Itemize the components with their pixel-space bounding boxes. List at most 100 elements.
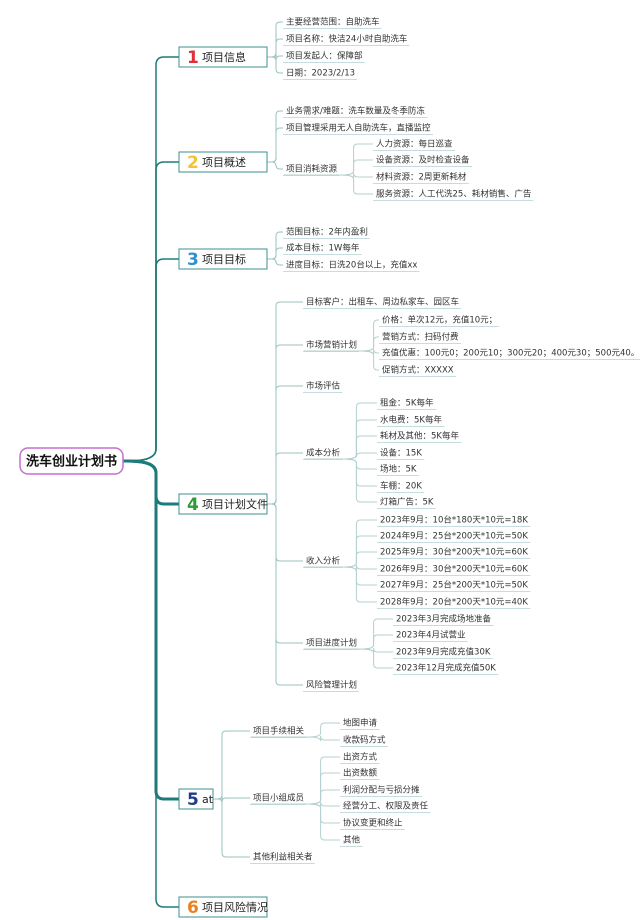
leaf-node: 2024年9月：25台*200天*10元=50K [380, 531, 528, 542]
branch-node: 成本分析 [306, 448, 341, 459]
leaf-node: 项目名称：快洁24小时自助洗车 [286, 34, 407, 45]
branch-connector [267, 503, 303, 644]
branch-connector [267, 503, 303, 562]
leaf-node: 出资数额 [343, 768, 378, 779]
leaf-node: 人力资源：每日巡查 [376, 139, 453, 150]
branch-connector [267, 452, 303, 505]
leaf-connector [251, 735, 340, 742]
leaf-node: 2023年9月：10台*180天*10元=18K [380, 515, 528, 526]
category-box [178, 788, 214, 810]
branch-connector [267, 127, 283, 163]
leaf-node: 出资方式 [343, 752, 378, 763]
leaf-node: 其他利益相关者 [253, 852, 313, 863]
branch-connector [213, 794, 250, 803]
leaf-connector [304, 566, 377, 603]
leaf-node: 日期：2023/2/13 [286, 69, 355, 79]
trunk-connector [122, 459, 179, 801]
branch-node: 项目小组成员 [253, 793, 304, 804]
leaf-node: 其他 [343, 835, 361, 846]
category-number: 3 [187, 250, 199, 270]
branch-connector [267, 258, 283, 266]
leaf-node: 车棚：20K [380, 481, 422, 492]
branch-connector [267, 110, 283, 163]
category-number: 4 [187, 495, 199, 515]
leaf-node: 项目发起人：保障部 [286, 51, 363, 62]
branch-connector [267, 56, 283, 74]
leaf-node: 协议变更和终止 [343, 818, 403, 829]
leaf-connector [251, 803, 340, 841]
leaf-node: 业务需求/难题：洗车数量及冬季防冻 [286, 106, 425, 117]
branch-connector [267, 38, 283, 58]
trunk-connector [122, 459, 179, 506]
leaf-node: 项目管理采用无人自助洗车，直播监控 [286, 123, 431, 134]
category-box [178, 151, 268, 173]
category-box [178, 46, 268, 68]
category-label: at [202, 793, 214, 806]
branch-connector [267, 231, 283, 260]
leaf-connector [251, 803, 340, 824]
category-label: 项目信息 [202, 50, 246, 64]
connector-lines [122, 21, 640, 908]
leaf-node: 成本目标：1W每年 [286, 243, 360, 254]
leaf-node: 耗材及其他：5K每年 [380, 431, 459, 442]
root-box [19, 447, 124, 475]
leaf-node: 材料资源：2周更新耗材 [376, 172, 467, 183]
trunk-connector [122, 258, 179, 462]
branch-node: 项目消耗资源 [286, 164, 338, 175]
leaf-node: 2028年9月：20台*200天*10元=40K [380, 597, 528, 608]
trunk-connector [122, 161, 179, 462]
leaf-node: 价格：单次12元，充值10元； [382, 315, 497, 326]
branch-connector [267, 247, 283, 260]
category-number: 2 [187, 153, 199, 173]
branch-connector [267, 344, 303, 505]
leaf-connector [284, 174, 373, 195]
leaf-node: 营销方式：扫码付费 [382, 332, 459, 343]
leaf-node: 设备：15K [380, 448, 422, 459]
category-label: 项目计划文件 [202, 497, 268, 511]
leaf-node: 水电费：5K每年 [380, 415, 442, 426]
leaf-node: 2023年12月完成充值50K [396, 663, 496, 674]
branch-connector [267, 385, 303, 505]
leaf-connector [304, 458, 377, 470]
branch-connector [267, 503, 303, 686]
leaf-node: 主要经营范围：自助洗车 [286, 17, 380, 28]
leaf-node: 目标客户：出租车、周边私家车、园区车 [306, 297, 459, 308]
leaf-node: 2023年3月完成场地准备 [396, 614, 492, 625]
leaf-node: 充值优惠：100元0；200元10；300元20；400元30；500元40。 [382, 348, 639, 359]
branch-connector [213, 798, 250, 858]
leaf-node: 范围目标：2年内盈利 [286, 227, 368, 238]
leaf-node: 设备资源：及时检查设备 [376, 155, 470, 166]
leaf-node: 地图申请 [343, 718, 378, 729]
leaf-node: 2025年9月：30台*200天*10元=60K [380, 547, 528, 558]
leaf-node: 收款码方式 [343, 735, 386, 746]
category-number: 6 [187, 898, 199, 918]
category-box [178, 248, 268, 270]
category-label: 项目目标 [202, 252, 246, 266]
branch-connector [213, 730, 250, 800]
category-label: 项目风险情况 [202, 900, 268, 914]
leaf-node: 服务资源：人工代洗25、耗材销售、广告 [376, 189, 531, 200]
leaf-node: 风险管理计划 [306, 680, 357, 691]
branch-node: 收入分析 [306, 556, 341, 567]
leaf-node: 2026年9月：30台*200天*10元=60K [380, 564, 528, 575]
branch-node: 市场营销计划 [306, 340, 357, 351]
leaf-node: 2023年4月试营业 [396, 630, 466, 641]
leaf-node: 2027年9月：25台*200天*10元=50K [380, 580, 528, 591]
leaf-connector [304, 566, 377, 586]
leaf-node: 场地：5K [380, 464, 417, 475]
leaf-node: 市场评估 [306, 381, 341, 392]
leaf-node: 促销方式：XXXXX [382, 365, 454, 376]
leaf-connector [304, 458, 377, 487]
leaf-connector [304, 648, 393, 669]
category-box [178, 493, 268, 515]
category-box [178, 896, 268, 918]
leaf-node: 租金：5K每年 [380, 398, 434, 409]
leaf-node: 进度目标：日洗20台以上，充值xx [286, 260, 417, 271]
